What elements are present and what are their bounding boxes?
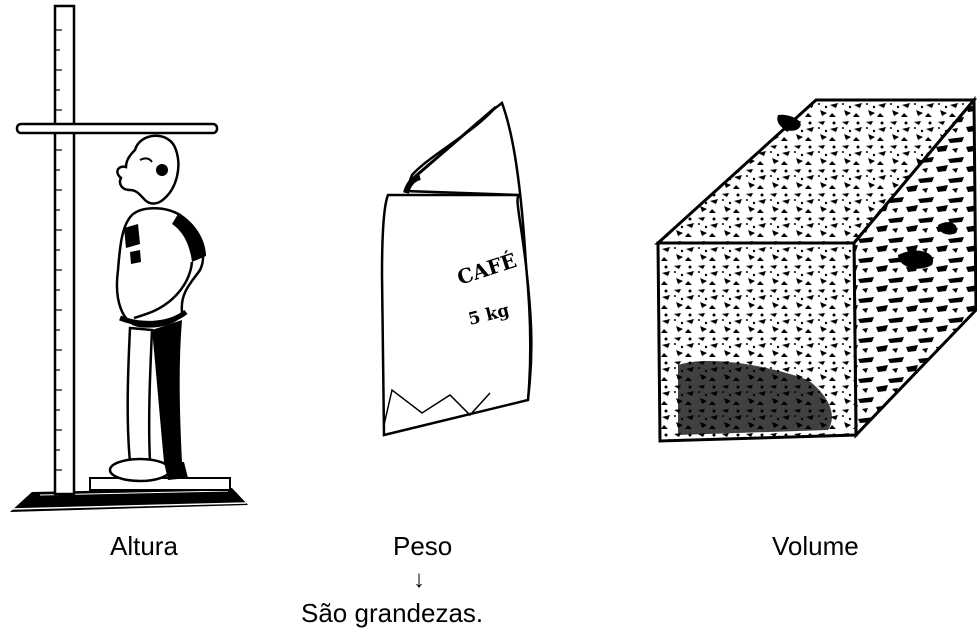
box-cube-illustration	[654, 95, 977, 443]
label-peso: Peso	[393, 531, 453, 561]
height-measurement-illustration	[10, 4, 248, 512]
down-arrow-icon: ↓	[413, 566, 425, 593]
label-altura: Altura	[110, 531, 178, 561]
conclusion-text: São grandezas.	[301, 598, 484, 628]
label-volume: Volume	[772, 531, 859, 561]
coffee-bag-illustration: CAFÉ 5 kg	[380, 100, 533, 437]
